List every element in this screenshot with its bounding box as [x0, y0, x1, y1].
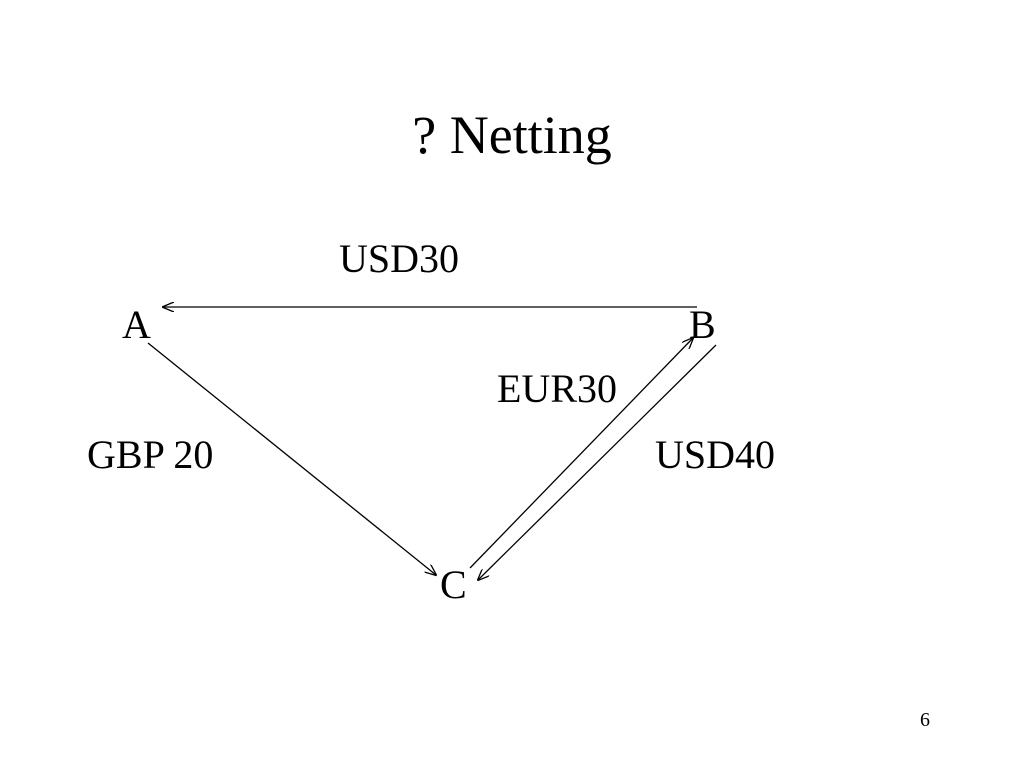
edge-a-to-c-arrow	[147, 342, 436, 575]
edge-b-to-c-arrow	[478, 344, 717, 580]
edge-label-usd40: USD40	[655, 432, 776, 477]
slide-title: ? Netting	[412, 105, 612, 165]
page-number: 6	[920, 709, 930, 731]
node-b: B	[689, 302, 716, 347]
node-a: A	[122, 302, 151, 347]
edge-c-to-b-arrow	[469, 338, 693, 569]
edge-label-gbp20: GBP 20	[87, 432, 214, 477]
edge-label-usd30: USD30	[339, 236, 460, 281]
edge-label-eur30: EUR30	[497, 366, 617, 411]
node-c: C	[440, 562, 467, 607]
